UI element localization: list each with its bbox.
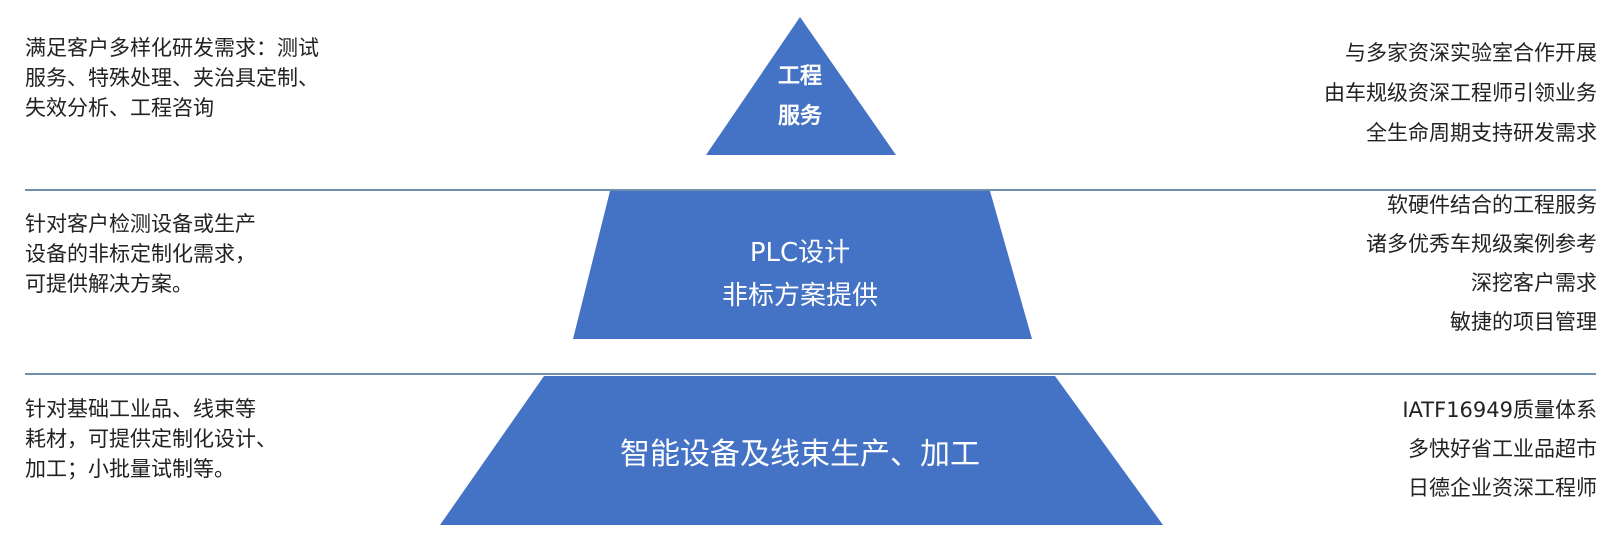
tier-top-right-text: 与多家资深实验室合作开展 由车规级资深工程师引领业务 全生命周期支持研发需求 bbox=[1324, 33, 1597, 153]
tier-middle-left-line: 针对客户检测设备或生产 bbox=[25, 212, 256, 236]
tier-middle-right-line: 敏捷的项目管理 bbox=[1450, 310, 1597, 334]
tier-bottom-left-line: 耗材，可提供定制化设计、 bbox=[25, 427, 277, 451]
tier-middle-right-line: 诸多优秀车规级案例参考 bbox=[1366, 232, 1597, 256]
tier-middle-left-line: 可提供解决方案。 bbox=[25, 272, 193, 296]
tier-middle-right-text: 软硬件结合的工程服务 诸多优秀车规级案例参考 深挖客户需求 敏捷的项目管理 bbox=[1366, 186, 1597, 342]
tier-top-right-line: 由车规级资深工程师引领业务 bbox=[1324, 81, 1597, 105]
tier-top-left-text: 满足客户多样化研发需求：测试 服务、特殊处理、夹治具定制、 失效分析、工程咨询 bbox=[25, 33, 319, 123]
tier-top-left-line: 服务、特殊处理、夹治具定制、 bbox=[25, 66, 319, 90]
tier-bottom-left-line: 针对基础工业品、线束等 bbox=[25, 397, 256, 421]
tier-middle-label-line: PLC设计 bbox=[749, 238, 851, 268]
tier-top-label-line: 工程 bbox=[777, 64, 822, 89]
tier-top-left-line: 满足客户多样化研发需求：测试 bbox=[25, 36, 319, 60]
tier-bottom-shape bbox=[440, 376, 1163, 525]
tier-bottom-right-text: IATF16949质量体系 多快好省工业品超市 日德企业资深工程师 bbox=[1402, 391, 1597, 508]
tier-bottom-label: 智能设备及线束生产、加工 bbox=[560, 437, 1040, 473]
tier-top-left-line: 失效分析、工程咨询 bbox=[25, 96, 214, 120]
tier-middle-label-line: 非标方案提供 bbox=[721, 281, 878, 312]
tier-middle-label: PLC设计 非标方案提供 bbox=[670, 238, 930, 312]
tier-top-label: 工程 服务 bbox=[750, 64, 850, 131]
tier-bottom-label-line: 智能设备及线束生产、加工 bbox=[620, 437, 980, 472]
tier-top-label-line: 服务 bbox=[777, 104, 822, 130]
tier-top-right-line: 全生命周期支持研发需求 bbox=[1366, 121, 1597, 145]
tier-middle-left-text: 针对客户检测设备或生产 设备的非标定制化需求， 可提供解决方案。 bbox=[25, 209, 256, 299]
tier-middle-right-line: 深挖客户需求 bbox=[1471, 271, 1597, 295]
tier-middle-shape bbox=[573, 191, 1032, 339]
tier-top-shape bbox=[706, 17, 896, 155]
tier-bottom-right-line: 多快好省工业品超市 bbox=[1408, 437, 1597, 461]
tier-top-right-line: 与多家资深实验室合作开展 bbox=[1345, 41, 1597, 65]
tier-middle-left-line: 设备的非标定制化需求， bbox=[25, 242, 256, 266]
tier-bottom-right-line: IATF16949质量体系 bbox=[1402, 398, 1597, 422]
tier-bottom-left-line: 加工；小批量试制等。 bbox=[25, 457, 235, 481]
divider-bottom bbox=[25, 373, 1596, 375]
divider-top bbox=[25, 189, 1596, 191]
tier-bottom-right-line: 日德企业资深工程师 bbox=[1408, 476, 1597, 500]
tier-middle-right-line: 软硬件结合的工程服务 bbox=[1387, 193, 1597, 217]
tier-bottom-left-text: 针对基础工业品、线束等 耗材，可提供定制化设计、 加工；小批量试制等。 bbox=[25, 394, 277, 484]
